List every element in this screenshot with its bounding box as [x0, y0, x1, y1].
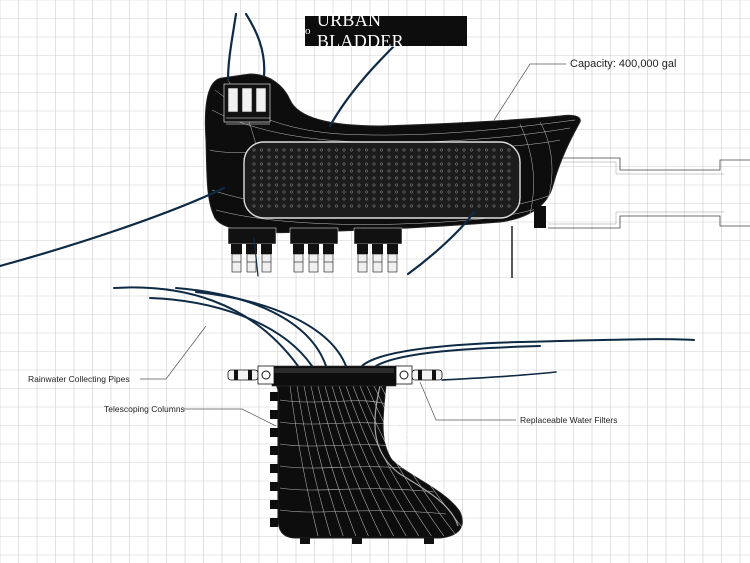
title-box: o URBAN BLADDER	[305, 10, 467, 51]
rainwater-leader	[140, 325, 207, 380]
right-side-filter	[395, 365, 443, 385]
leader-lines	[140, 63, 566, 427]
left-side-filter	[227, 365, 275, 385]
water-filters-label: Replaceable Water Filters	[520, 415, 618, 425]
bladder-side-view	[227, 365, 483, 544]
outlet-duct-inner	[548, 161, 724, 225]
top-view-pipes	[0, 12, 476, 277]
telescoping-columns-label: Telescoping Columns	[104, 404, 185, 414]
bottom-filter-clusters	[227, 227, 403, 273]
capacity-label: Capacity: 400,000 gal	[570, 58, 677, 70]
capacity-leader	[493, 63, 566, 121]
side-body	[275, 383, 463, 539]
side-view-pipes	[113, 286, 695, 381]
base-pads	[300, 538, 434, 544]
page-title: URBAN BLADDER	[316, 10, 404, 51]
perforated-panel	[243, 141, 521, 219]
rainwater-pipes-label: Rainwater Collecting Pipes	[28, 374, 130, 384]
panel-perforations	[252, 148, 511, 208]
filter-leader	[419, 381, 516, 421]
outlet-duct-outline	[548, 157, 750, 229]
top-filter-cluster	[223, 83, 271, 125]
tank-foot	[534, 206, 546, 228]
title-mark: o	[305, 25, 311, 37]
bladder-top-view	[204, 73, 750, 278]
telescoping-columns	[270, 392, 278, 527]
telescoping-leader	[184, 408, 277, 427]
side-wireframe	[279, 385, 483, 537]
